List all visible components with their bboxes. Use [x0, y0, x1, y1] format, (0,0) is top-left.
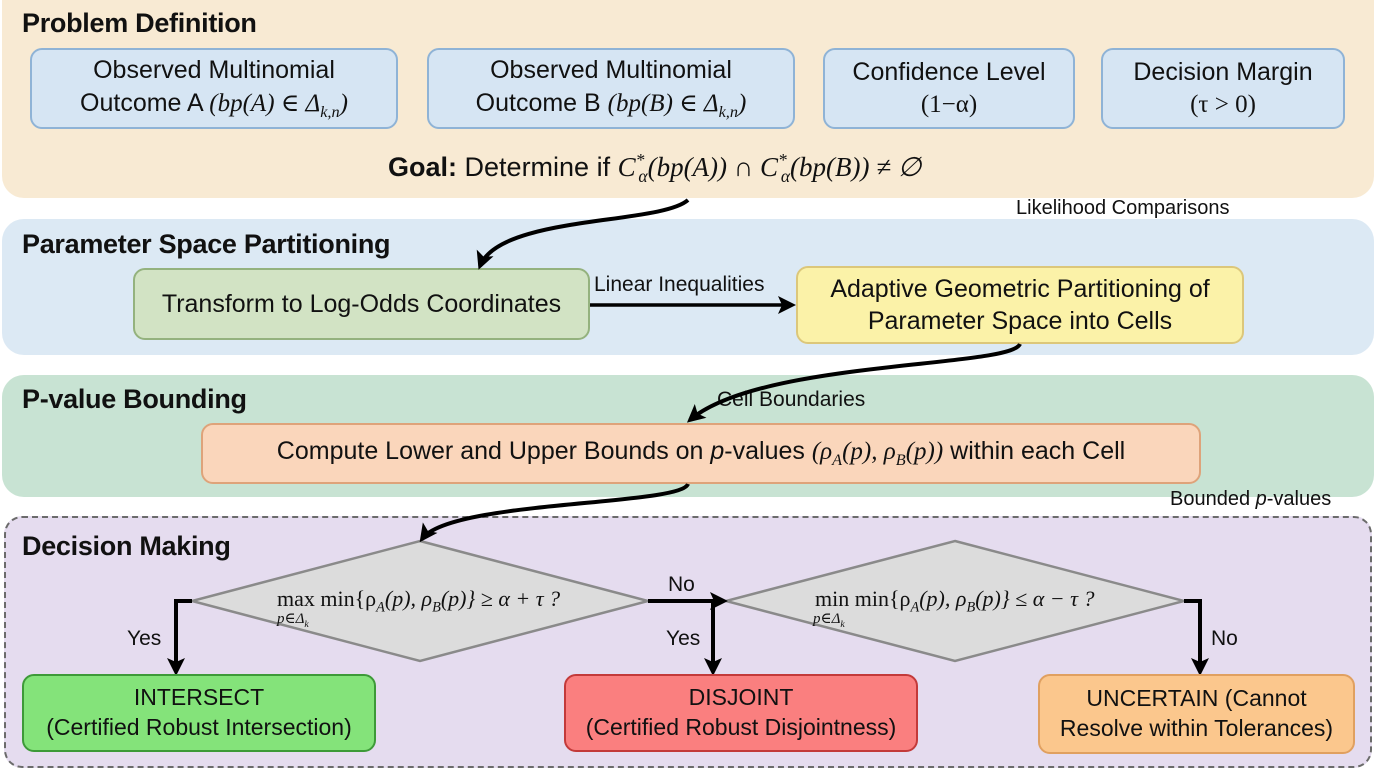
- partition-line1: Adaptive Geometric Partitioning of: [830, 274, 1210, 303]
- input-outcome-a-line1: Observed Multinomial: [93, 56, 335, 85]
- decision-making-title: Decision Making: [22, 531, 231, 561]
- disjoint-subtitle: (Certified Robust Disjointness): [585, 714, 897, 740]
- yes-label-2: Yes: [666, 627, 701, 650]
- transform-log-odds-box: Transform to Log-Odds Coordinates: [133, 268, 590, 340]
- goal-statement: Goal: Determine if C*α(bp(A)) ∩ C*α(bp(B…: [388, 150, 921, 187]
- intersect-subtitle: (Certified Robust Intersection): [46, 714, 352, 740]
- disjoint-title: DISJOINT: [688, 684, 794, 711]
- input-outcome-b-box: Observed Multinomial Outcome B (bp(B) ∈ …: [427, 48, 795, 129]
- linear-inequalities-label: Linear Inequalities: [594, 273, 765, 296]
- condition-1: max min{ρA(p), ρB(p)} ≥ α + τ ?: [277, 586, 561, 616]
- confidence-level-value: (1−α): [920, 90, 978, 118]
- adaptive-partitioning-box: Adaptive Geometric Partitioning of Param…: [796, 266, 1244, 344]
- confidence-level-label: Confidence Level: [852, 58, 1046, 86]
- yes-label-1: Yes: [127, 627, 162, 650]
- cell-boundaries-label: Cell Boundaries: [717, 388, 866, 411]
- intersect-title: INTERSECT: [133, 684, 265, 711]
- uncertain-outcome-box: UNCERTAIN (Cannot Resolve within Toleran…: [1038, 674, 1355, 754]
- goal-text: Determine if: [464, 152, 611, 182]
- goal-label: Goal:: [388, 152, 458, 182]
- uncertain-subtitle: Resolve within Tolerances): [1059, 715, 1334, 741]
- input-outcome-a-line2: Outcome A (bp(A) ∈ Δk,n): [80, 88, 348, 121]
- parameter-space-title: Parameter Space Partitioning: [22, 229, 391, 259]
- goal-formula: C*α(bp(A)) ∩ C*α(bp(B)) ≠ ∅: [617, 150, 922, 187]
- problem-definition-title: Problem Definition: [22, 8, 257, 38]
- partition-line2: Parameter Space into Cells: [867, 307, 1173, 335]
- intersect-outcome-box: INTERSECT (Certified Robust Intersection…: [22, 674, 376, 752]
- input-decision-margin-box: Decision Margin (τ > 0): [1101, 48, 1345, 129]
- no-label-1: No: [668, 573, 695, 596]
- compute-bounds-text: Compute Lower and Upper Bounds on p-valu…: [276, 437, 1126, 470]
- condition-1-subscript: p∈Δk: [277, 611, 309, 630]
- disjoint-outcome-box: DISJOINT (Certified Robust Disjointness): [564, 674, 918, 752]
- decision-margin-value: (τ > 0): [1190, 90, 1256, 118]
- compute-bounds-box: Compute Lower and Upper Bounds on p-valu…: [201, 423, 1201, 484]
- condition-2-subscript: p∈Δk: [813, 611, 845, 630]
- uncertain-title: UNCERTAIN (Cannot: [1086, 685, 1307, 712]
- decision-margin-label: Decision Margin: [1133, 58, 1313, 86]
- no-label-2: No: [1211, 627, 1238, 650]
- input-confidence-level-box: Confidence Level (1−α): [823, 48, 1075, 129]
- input-outcome-b-line2: Outcome B (bp(B) ∈ Δk,n): [475, 88, 747, 121]
- transform-log-odds-text: Transform to Log-Odds Coordinates: [161, 289, 562, 318]
- input-outcome-b-line1: Observed Multinomial: [490, 56, 732, 85]
- bounded-pvalues-label: Bounded p-values: [1170, 488, 1332, 510]
- condition-2: min min{ρA(p), ρB(p)} ≤ α − τ ?: [815, 586, 1095, 616]
- likelihood-comparisons-label: Likelihood Comparisons: [1016, 197, 1230, 219]
- input-outcome-a-box: Observed Multinomial Outcome A (bp(A) ∈ …: [30, 48, 398, 129]
- pvalue-bounding-title: P-value Bounding: [22, 384, 247, 414]
